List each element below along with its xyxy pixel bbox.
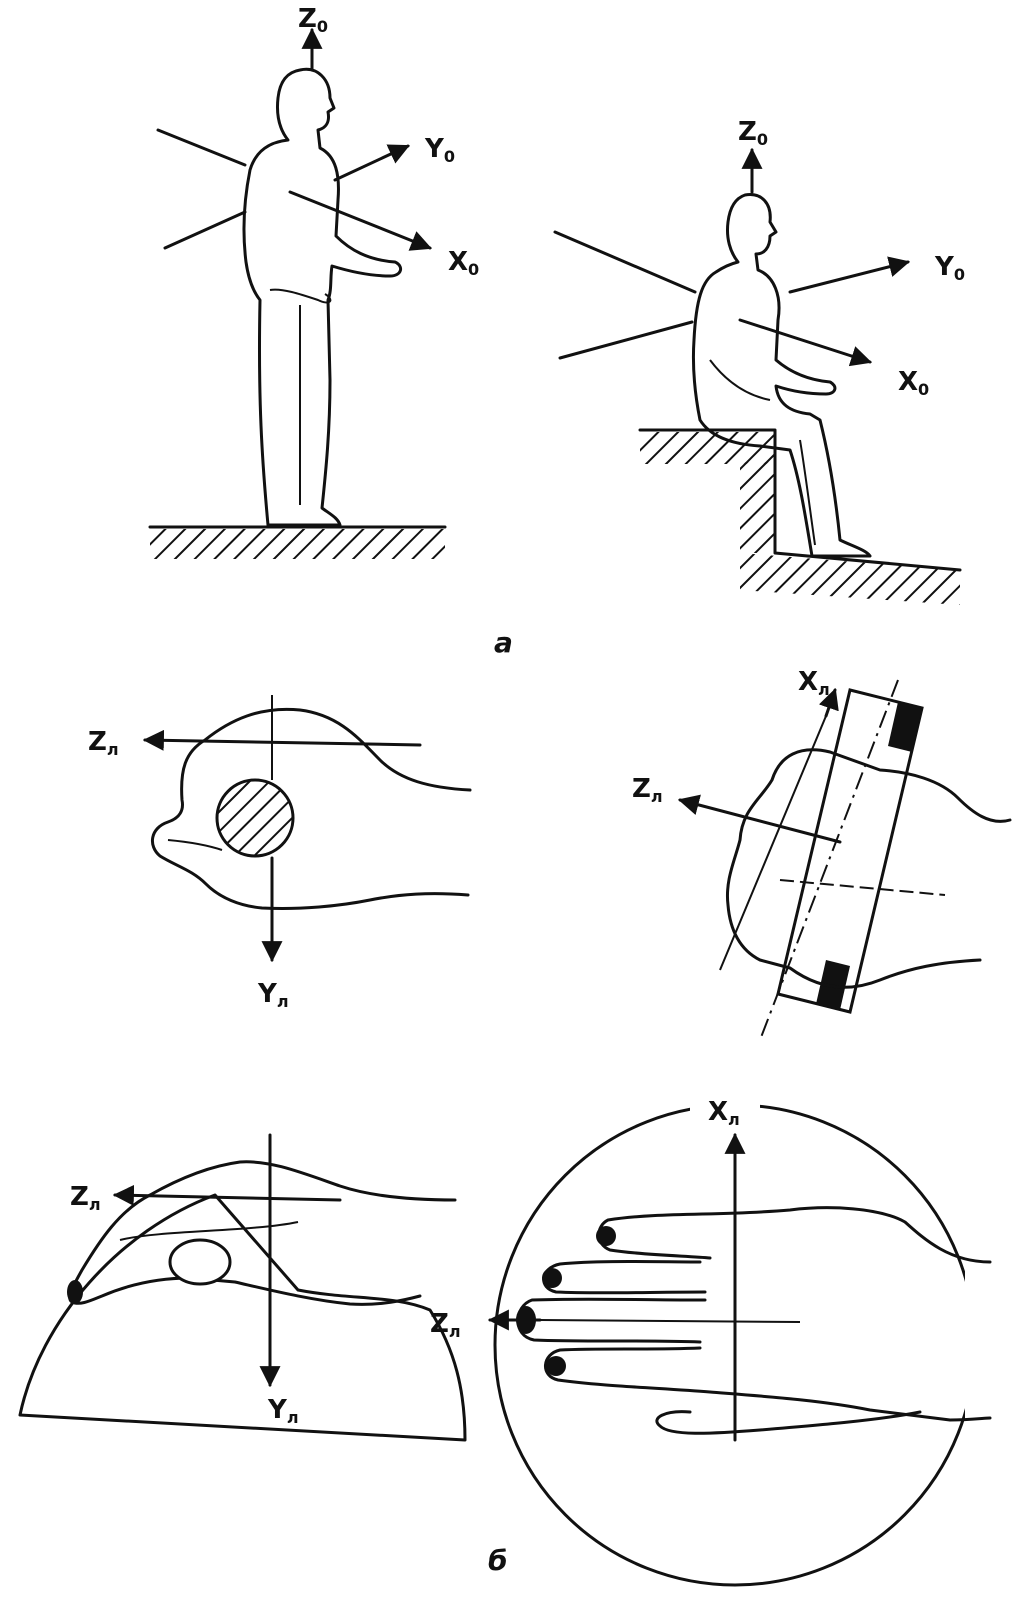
hand-sphere-top-group: Xл Zл	[430, 1092, 1015, 1587]
sitting-person-outline	[691, 193, 872, 558]
lateral-line-upper-sitting	[553, 230, 697, 294]
x0-axis-sitting	[738, 318, 872, 367]
hand-cylinder-group: Xл Zл	[632, 667, 1012, 1041]
bench-side-hatch	[740, 462, 775, 553]
sitting-forearm	[709, 359, 771, 401]
sitting-floor-hatch	[740, 553, 960, 605]
y0-axis-sitting	[788, 256, 911, 294]
nail-1	[596, 1226, 616, 1246]
yh-label-ball: Yл	[257, 979, 289, 1011]
hand-dome-side-outline	[68, 1160, 457, 1306]
standing-figure-group: Z0 Y0 X0	[148, 4, 479, 559]
thumb-side	[168, 1238, 232, 1286]
standing-forearm	[269, 288, 332, 304]
cylinder-axis-dashdot	[759, 679, 899, 1041]
y0-label-standing: Y0	[424, 134, 455, 166]
sitting-leg-divider	[799, 439, 816, 546]
xh-label-cylinder: Xл	[798, 667, 830, 699]
x0-label-standing: X0	[448, 247, 479, 279]
thumb-top	[655, 1410, 922, 1435]
hand-dome-side-group: Zл Yл	[18, 1133, 467, 1442]
nail-2	[542, 1268, 562, 1288]
thumb-line	[167, 839, 223, 851]
hand-ball-outline	[151, 707, 472, 911]
lateral-line-lower-sitting	[558, 320, 694, 360]
zh-axis-dome-side	[112, 1184, 342, 1206]
dome-side	[18, 1193, 467, 1442]
panel-b-label: б	[488, 1544, 508, 1577]
yh-label-dome: Yл	[267, 1395, 299, 1427]
zh-axis-dash-cylinder	[779, 879, 946, 896]
y0-label-sitting: Y0	[934, 252, 965, 284]
finger-fold-side	[119, 1221, 299, 1241]
z0-label-sitting: Z0	[738, 117, 768, 149]
sphere-hand-mask	[965, 1190, 1015, 1430]
zh-axis-ball	[142, 729, 422, 751]
sitting-figure-group: Z0 Y0 X0	[553, 117, 965, 605]
standing-ground-hatch	[150, 529, 445, 559]
bench-top-hatch	[640, 432, 775, 464]
xh-axis-line-cylinder	[719, 715, 827, 971]
lateral-line-lower-standing	[163, 210, 247, 250]
zh-axis-cylinder	[677, 794, 842, 844]
xh-label-mask	[690, 1092, 760, 1126]
fingernail-side	[67, 1280, 83, 1304]
hand-sphere-top-outline	[516, 1206, 992, 1422]
standing-person-outline	[242, 67, 403, 527]
ball	[215, 778, 295, 858]
zh-label-sphere: Zл	[430, 1309, 461, 1341]
xh-axis-cylinder	[818, 688, 839, 718]
zh-axis-line-sphere	[539, 1319, 801, 1323]
x0-axis-standing	[288, 190, 432, 251]
zh-label-dome-side: Zл	[70, 1182, 101, 1214]
zh-label-cylinder: Zл	[632, 774, 663, 806]
zh-label-ball: Zл	[88, 727, 119, 759]
cylinder-top-band	[888, 702, 922, 752]
hand-ball-group: Zл Yл	[88, 695, 472, 1011]
y0-axis-standing	[333, 144, 410, 182]
z0-label-standing: Z0	[298, 4, 328, 36]
panel-a-label: а	[494, 626, 513, 659]
hand-cylinder-outline	[725, 748, 1012, 989]
nail-4	[546, 1356, 566, 1376]
lateral-line-upper-standing	[156, 128, 247, 167]
x0-label-sitting: X0	[898, 367, 929, 399]
xh-label-sphere: Xл	[708, 1097, 740, 1129]
